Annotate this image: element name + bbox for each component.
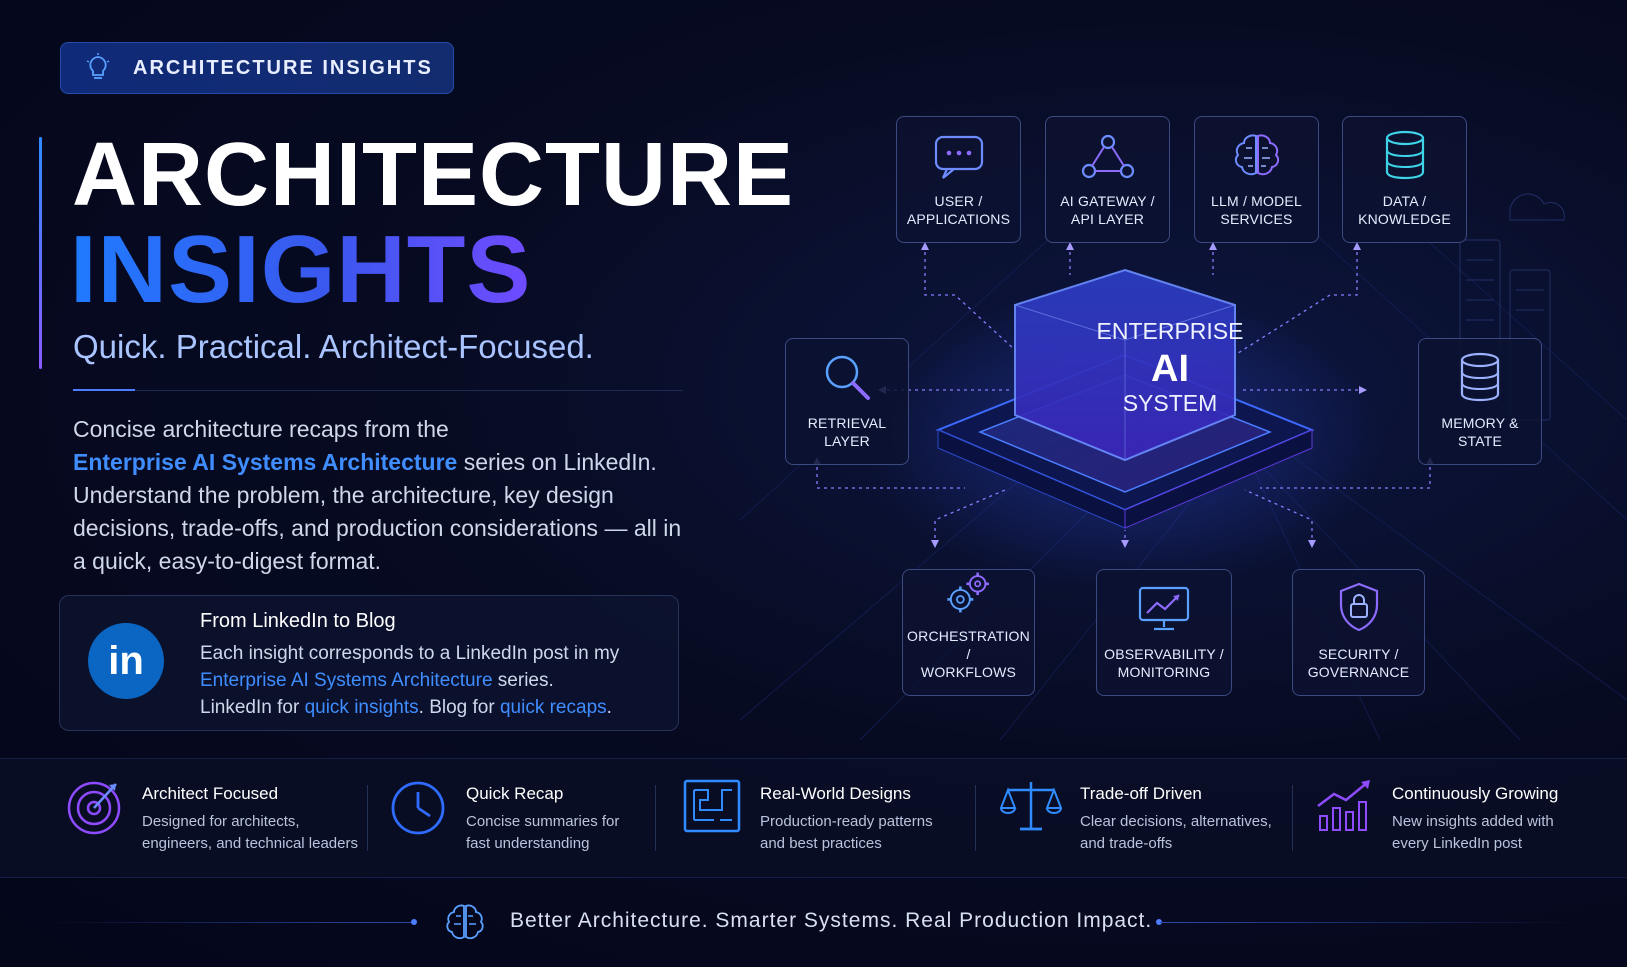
- monitor-chart-icon: [1138, 586, 1190, 631]
- linkedin-card-title: From LinkedIn to Blog: [200, 610, 396, 632]
- shield-lock-icon: [1339, 582, 1378, 632]
- core-label-line3: SYSTEM: [1122, 390, 1218, 416]
- node-data-knowledge: DATA / KNOWLEDGE: [1342, 116, 1467, 243]
- node-label: SECURITY / GOVERNANCE: [1307, 646, 1410, 680]
- feature-trade-off-driven: Trade-off Driven Clear decisions, altern…: [1000, 776, 1290, 866]
- node-memory-state: MEMORY & STATE: [1418, 338, 1542, 465]
- node-security: SECURITY / GOVERNANCE: [1292, 569, 1425, 696]
- feature-separator: [655, 785, 656, 851]
- linkedin-line3-b: . Blog for: [418, 697, 500, 718]
- clock-icon: [391, 781, 445, 835]
- core-label-line1: ENTERPRISE: [1096, 318, 1244, 344]
- feature-title: Real-World Designs: [760, 784, 911, 803]
- linkedin-series-suffix: series.: [492, 670, 554, 691]
- description-part3: Understand the problem, the architecture…: [73, 482, 682, 574]
- node-label: ORCHESTRATION / WORKFLOWS: [907, 628, 1030, 680]
- divider-accent: [73, 389, 135, 391]
- brain-icon: [1234, 134, 1279, 176]
- feature-desc: Concise summaries for fast understanding: [466, 813, 620, 852]
- feature-continuously-growing: Continuously Growing New insights added …: [1314, 776, 1614, 866]
- footer-dot-left: [411, 919, 417, 925]
- node-user-applications: USER / APPLICATIONS: [896, 116, 1021, 243]
- node-label: MEMORY & STATE: [1441, 415, 1519, 449]
- divider: [73, 390, 683, 391]
- features-band: [0, 758, 1627, 878]
- linkedin-logo: in: [88, 623, 164, 699]
- footer-slogan: Better Architecture. Smarter Systems. Re…: [510, 909, 1153, 932]
- quick-insights-link[interactable]: quick insights: [304, 697, 419, 718]
- feature-title: Continuously Growing: [1392, 784, 1559, 803]
- feature-separator: [975, 785, 976, 851]
- linkedin-card-body: Each insight corresponds to a LinkedIn p…: [200, 640, 660, 721]
- node-label: USER / APPLICATIONS: [906, 193, 1011, 227]
- feature-title: Trade-off Driven: [1080, 784, 1202, 803]
- description-part2: series on LinkedIn.: [457, 449, 657, 475]
- linkedin-line3-a: LinkedIn for: [200, 697, 305, 718]
- node-observability: OBSERVABILITY / MONITORING: [1096, 569, 1232, 696]
- linkedin-line3-c: .: [606, 697, 612, 718]
- core-label-line2: AI: [1151, 348, 1189, 390]
- feature-title: Quick Recap: [466, 784, 564, 803]
- diagram-background: [740, 179, 1627, 740]
- node-label: LLM / MODEL SERVICES: [1211, 193, 1302, 227]
- feature-desc: Production-ready patterns and best pract…: [760, 813, 933, 852]
- gears-icon: [946, 572, 989, 613]
- node-retrieval-layer: RETRIEVAL LAYER: [785, 338, 909, 465]
- badge-label: ARCHITECTURE INSIGHTS: [133, 56, 433, 79]
- page-title-line2: INSIGHTS: [70, 216, 532, 323]
- node-orchestration: ORCHESTRATION / WORKFLOWS: [902, 569, 1035, 696]
- feature-desc: Designed for architects, engineers, and …: [142, 813, 358, 852]
- series-link[interactable]: Enterprise AI Systems Architecture: [73, 449, 458, 475]
- node-ai-gateway: AI GATEWAY / API LAYER: [1045, 116, 1170, 243]
- linkedin-series-link[interactable]: Enterprise AI Systems Architecture: [200, 670, 493, 691]
- feature-separator: [1292, 785, 1293, 851]
- accent-bar: [39, 137, 42, 369]
- blueprint-icon: [683, 779, 741, 833]
- target-icon: [67, 781, 121, 835]
- lightbulb-icon: [86, 53, 110, 79]
- node-label: AI GATEWAY / API LAYER: [1060, 193, 1155, 227]
- feature-architect-focused: Architect Focused Designed for architect…: [64, 776, 364, 866]
- feature-quick-recap: Quick Recap Concise summaries for fast u…: [388, 776, 648, 866]
- magnifier-icon: [825, 355, 870, 400]
- node-label: OBSERVABILITY / MONITORING: [1104, 646, 1224, 680]
- footer-line-right: [1160, 922, 1580, 923]
- footer-dot-right: [1156, 919, 1162, 925]
- feature-real-world-designs: Real-World Designs Production-ready patt…: [682, 776, 972, 866]
- linkedin-line1: Each insight corresponds to a LinkedIn p…: [200, 643, 620, 664]
- feature-desc: Clear decisions, alternatives, and trade…: [1080, 813, 1272, 852]
- growth-chart-icon: [1317, 780, 1370, 831]
- node-label: RETRIEVAL LAYER: [807, 415, 887, 449]
- brain-icon: [446, 904, 484, 940]
- database-icon: [1385, 130, 1424, 180]
- feature-title: Architect Focused: [142, 784, 279, 803]
- node-llm-model: LLM / MODEL SERVICES: [1194, 116, 1319, 243]
- node-label: DATA / KNOWLEDGE: [1358, 193, 1451, 227]
- tagline: Quick. Practical. Architect-Focused.: [73, 328, 594, 365]
- stack-database-icon: [1460, 352, 1500, 402]
- description-part1: Concise architecture recaps from the: [73, 416, 449, 442]
- network-nodes-icon: [1081, 134, 1134, 179]
- balance-scale-icon: [1000, 782, 1062, 831]
- section-badge: ARCHITECTURE INSIGHTS: [60, 42, 454, 94]
- feature-separator: [367, 785, 368, 851]
- page-title-line1: ARCHITECTURE: [72, 125, 794, 225]
- footer-line-left: [46, 922, 414, 923]
- chat-bubble-icon: [934, 135, 983, 179]
- description: Concise architecture recaps from the Ent…: [73, 413, 693, 578]
- feature-desc: New insights added with every LinkedIn p…: [1392, 813, 1554, 852]
- quick-recaps-link[interactable]: quick recaps: [499, 697, 607, 718]
